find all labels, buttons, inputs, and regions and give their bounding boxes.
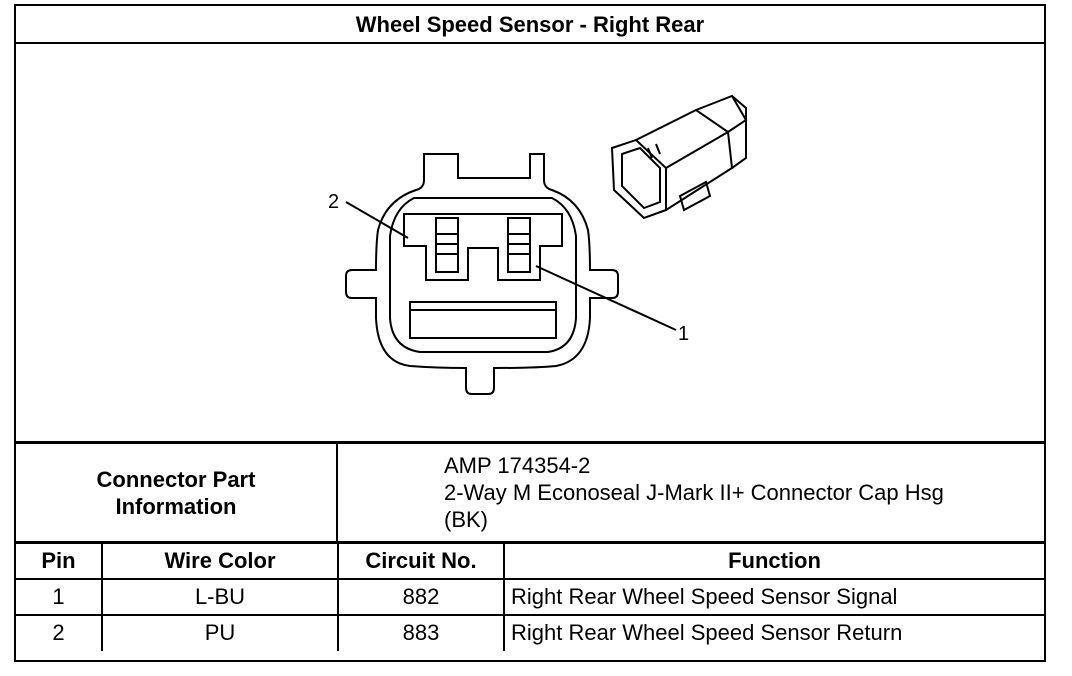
pin-cell: 1 <box>16 577 103 616</box>
connector-drawing: 2 1 <box>328 94 748 395</box>
part-description-line1: 2-Way M Econoseal J-Mark II+ Connector C… <box>444 480 944 505</box>
pin-cell: 2 <box>16 613 103 651</box>
circuit-cell: 882 <box>337 577 505 616</box>
connector-figure: 2 1 <box>16 48 1044 441</box>
header-wire-color: Wire Color <box>101 541 339 580</box>
table-row: 1 L-BU 882 Right Rear Wheel Speed Sensor… <box>16 577 1044 616</box>
callout-2-leader <box>345 201 409 239</box>
callout-1-label: 1 <box>678 323 689 345</box>
callout-1-leader <box>535 265 677 331</box>
header-circuit-no: Circuit No. <box>337 541 505 580</box>
housing-outline <box>345 153 619 395</box>
part-description-line2: (BK) <box>444 507 488 532</box>
wire-color-cell: PU <box>101 613 339 651</box>
pinout-table: Pin Wire Color Circuit No. Function 1 L-… <box>16 541 1044 651</box>
callout-2-label: 2 <box>328 191 339 213</box>
part-number: AMP 174354-2 <box>444 453 591 478</box>
header-function: Function <box>503 541 1044 580</box>
connector-info-label: Connector Part Information <box>16 444 338 541</box>
connector-info-label-line2: Information <box>115 493 237 519</box>
iso-connector-view <box>610 94 748 220</box>
terminal-block <box>403 213 563 281</box>
housing-inner <box>389 197 577 353</box>
circuit-cell: 883 <box>337 613 505 651</box>
table-row: 2 PU 883 Right Rear Wheel Speed Sensor R… <box>16 613 1044 651</box>
function-cell: Right Rear Wheel Speed Sensor Return <box>503 613 1044 651</box>
connector-info-row: Connector Part Information AMP 174354-2 … <box>16 441 1044 541</box>
function-cell: Right Rear Wheel Speed Sensor Signal <box>503 577 1044 616</box>
sheet-title: Wheel Speed Sensor - Right Rear <box>16 6 1044 44</box>
wire-color-cell: L-BU <box>101 577 339 616</box>
latch-bar <box>409 301 557 339</box>
pinout-header-row: Pin Wire Color Circuit No. Function <box>16 541 1044 580</box>
connector-info-label-line1: Connector Part <box>96 466 256 492</box>
connector-sheet: Wheel Speed Sensor - Right Rear <box>14 4 1046 662</box>
header-pin: Pin <box>16 541 103 580</box>
connector-info-value: AMP 174354-2 2-Way M Econoseal J-Mark II… <box>340 444 1040 541</box>
